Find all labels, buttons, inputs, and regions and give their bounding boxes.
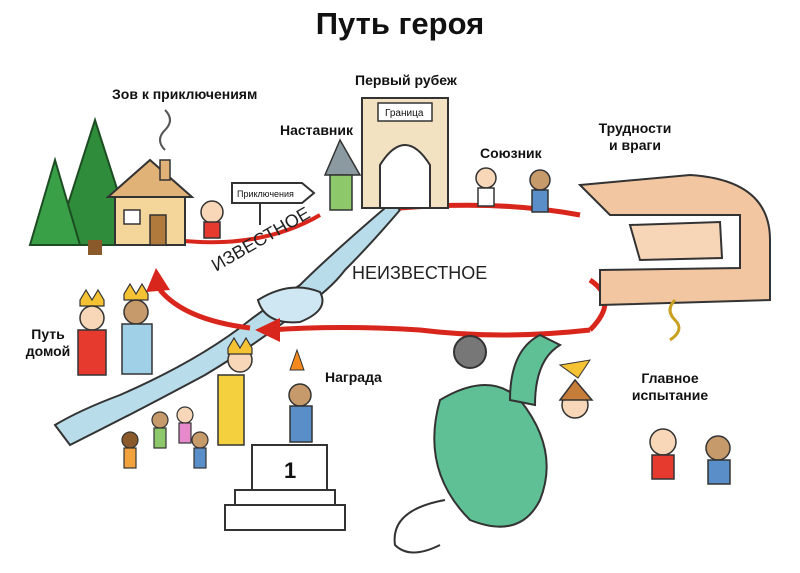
house-window	[123, 209, 141, 225]
ally-body	[289, 405, 313, 443]
dragon-neck	[508, 333, 563, 407]
label-trials-and-enemies: Трудности и враги	[590, 120, 680, 154]
podium-step-2	[224, 504, 346, 531]
ally-cape	[121, 323, 153, 375]
label-return-home: Путь домой	[20, 326, 76, 360]
podium-place-number: 1	[284, 458, 296, 483]
hero-body	[217, 374, 245, 446]
hero-head	[475, 167, 497, 189]
house-door	[149, 214, 167, 246]
crowd-person-body	[193, 447, 207, 469]
house-roof	[105, 158, 195, 198]
dragon-body	[433, 384, 548, 528]
journey-path-bottom	[269, 325, 591, 338]
wizard-hat-icon	[323, 138, 362, 176]
crowd-person-body	[123, 447, 137, 469]
hero-body	[203, 221, 221, 239]
gate-sign-text: Граница	[385, 108, 424, 119]
label-trials-line2: и враги	[609, 137, 661, 153]
label-return-line1: Путь	[31, 326, 65, 342]
crown-icon	[227, 336, 253, 355]
labyrinth-outer	[577, 173, 771, 307]
crowd	[121, 406, 209, 469]
hero-head	[79, 305, 105, 331]
ally-head	[705, 435, 731, 461]
river-pool	[256, 286, 324, 324]
label-ordeal-line2: испытание	[631, 387, 709, 403]
journey-path-call	[174, 213, 322, 245]
label-mentor: Наставник	[280, 122, 354, 138]
crowd-person-head	[151, 411, 169, 429]
dragon-tail	[393, 499, 446, 554]
labyrinth-inner	[628, 220, 724, 262]
page-title: Путь героя	[315, 6, 485, 41]
label-reward: Награда	[325, 369, 382, 385]
hero-head	[649, 428, 677, 456]
crowd-person-body	[178, 422, 192, 444]
label-ordeal-line1: Главное	[641, 370, 699, 386]
dragon-figure	[393, 333, 594, 554]
crown-icon	[79, 288, 105, 307]
ally-body	[707, 459, 731, 485]
ally-head	[123, 299, 149, 325]
ordeal-figures	[649, 428, 731, 485]
label-call-to-adventure: Зов к приключениям	[112, 86, 258, 102]
ally-figures	[475, 167, 551, 213]
crowd-person-head	[176, 406, 194, 424]
crown-icon	[123, 282, 149, 301]
zone-unknown-label: НЕИЗВЕСТНОЕ	[352, 263, 488, 283]
threshold-gate: Граница	[361, 97, 449, 209]
wizard-robe	[329, 174, 353, 211]
label-return-line2: домой	[25, 343, 71, 359]
hero-body	[477, 187, 495, 207]
fire-icon	[558, 359, 592, 379]
label-trials-line1: Трудности	[598, 120, 672, 136]
hero-cape	[77, 329, 107, 376]
smoke-icon	[159, 109, 171, 151]
road-sign-board	[231, 182, 316, 204]
mentor-figure	[323, 138, 362, 211]
crowd-person-body	[153, 427, 167, 449]
hero-head	[200, 200, 224, 224]
journey-arrowhead-up	[146, 268, 170, 292]
snake-icon	[668, 298, 681, 342]
label-supreme-ordeal: Главное испытание	[625, 370, 715, 404]
journey-path-left	[158, 288, 251, 331]
gate-opening	[379, 144, 431, 209]
gate-sign	[377, 102, 433, 122]
home-scene	[28, 109, 195, 255]
road-sign: Приключения	[231, 182, 316, 225]
labyrinth	[577, 173, 771, 342]
hero-figure-start	[200, 200, 224, 239]
chimney	[159, 159, 171, 181]
tree-icon-small	[28, 156, 82, 246]
journey-arrowhead-left	[255, 318, 280, 342]
road-sign-text: Приключения	[237, 189, 294, 199]
label-ally: Союзник	[480, 145, 542, 161]
villain-hat-icon	[558, 378, 594, 401]
return-figures	[77, 282, 153, 376]
reward-podium: 1	[217, 336, 346, 531]
flame-icon	[289, 348, 305, 371]
ally-head	[529, 169, 551, 191]
crowd-person-head	[121, 431, 139, 449]
knight-helmet-icon	[453, 335, 487, 369]
ally-head	[288, 383, 312, 407]
label-first-threshold: Первый рубеж	[355, 72, 457, 88]
crowd-person-head	[191, 431, 209, 449]
ally-body	[531, 189, 549, 213]
hero-body	[651, 454, 675, 480]
tree-trunk	[88, 240, 102, 255]
